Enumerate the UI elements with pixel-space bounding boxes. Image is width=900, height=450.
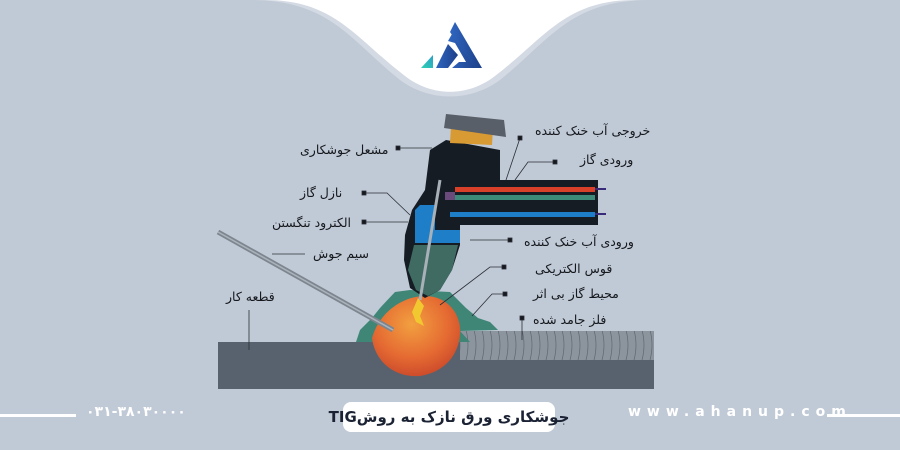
title-badge: جوشکاری ورق نازک به روشTIG xyxy=(329,402,569,432)
title-text: جوشکاری ورق نازک به روشTIG xyxy=(328,408,570,426)
label-filler-wire: سیم جوش xyxy=(313,246,369,261)
label-electric-arc: قوس الکتریکی xyxy=(535,261,613,276)
label-gas-in: ورودی گاز xyxy=(580,152,634,167)
label-workpiece: قطعه کار xyxy=(226,289,275,304)
torch-cap xyxy=(444,114,506,137)
footer-website-link[interactable]: www.ahanup.com xyxy=(628,404,852,420)
label-gas-nozzle: نازل گاز xyxy=(300,185,343,200)
leader-lines xyxy=(248,135,558,350)
label-coolant-in: ورودی آب خنک کننده xyxy=(524,234,634,249)
footer-phone[interactable]: ۰۳۱-۳۸۰۳۰۰۰۰ xyxy=(86,404,186,420)
weld-pool xyxy=(372,296,461,377)
footer-divider-right xyxy=(827,414,900,417)
label-coolant-out: خروجی آب خنک کننده xyxy=(535,123,651,138)
ahanup-logo-icon xyxy=(421,22,482,68)
footer-divider-left xyxy=(0,414,76,417)
electric-arc xyxy=(412,298,424,326)
welding-torch xyxy=(404,140,606,326)
label-torch: مشعل جوشکاری xyxy=(300,142,389,157)
solidified-metal xyxy=(460,331,654,360)
label-inert-gas-shield: محیط گاز بی اثر xyxy=(533,286,619,301)
label-solidified-metal: فلز جامد شده xyxy=(533,312,607,327)
label-tungsten-electrode: الکترود تنگستن xyxy=(272,215,352,230)
